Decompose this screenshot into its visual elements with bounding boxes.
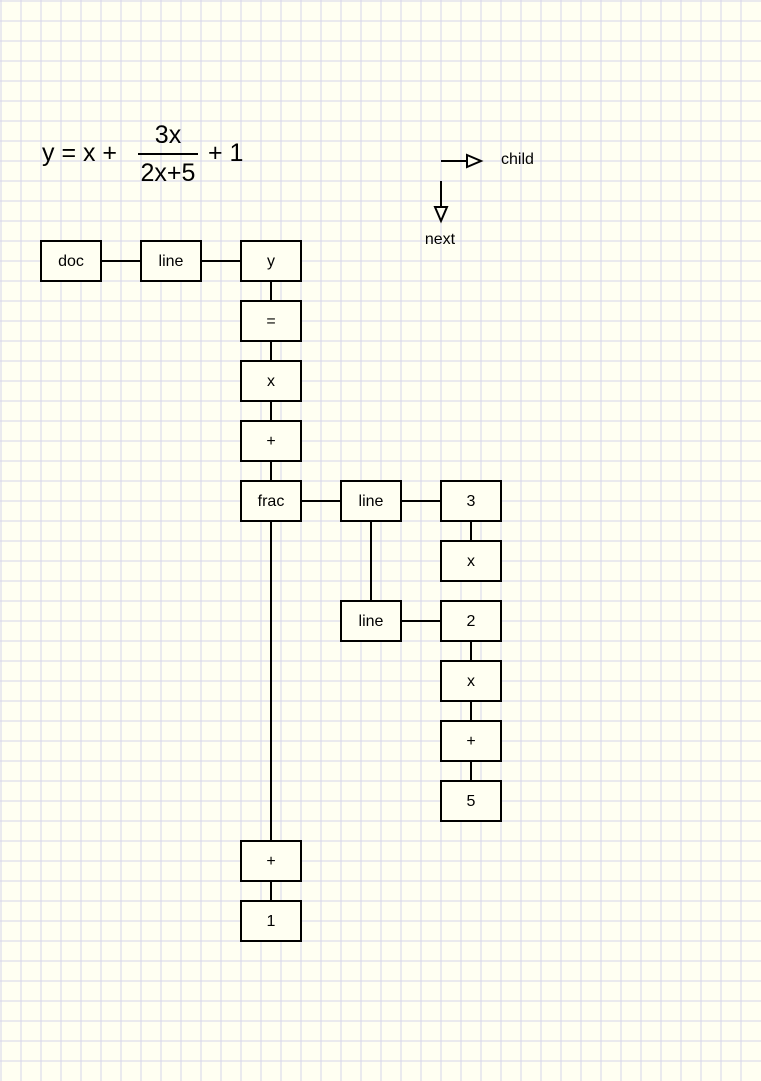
node-box	[240, 420, 302, 462]
node-frac: frac	[240, 480, 302, 522]
equation-rhs: + 1	[208, 139, 243, 167]
node-box	[440, 660, 502, 702]
node-label: frac	[258, 493, 285, 510]
node-line3: line	[340, 600, 402, 642]
node-label: x	[467, 673, 475, 690]
next-arrow-icon	[433, 206, 449, 224]
equation-numerator: 3x	[155, 121, 182, 149]
node-n1: 1	[240, 900, 302, 942]
node-box	[440, 480, 502, 522]
node-n2: 2	[440, 600, 502, 642]
node-eq: =	[240, 300, 302, 342]
node-box	[240, 840, 302, 882]
node-box	[240, 480, 302, 522]
equation-lhs: y = x +	[42, 139, 117, 167]
node-plus2: +	[440, 720, 502, 762]
node-box	[440, 780, 502, 822]
node-x1: x	[240, 360, 302, 402]
node-box	[340, 480, 402, 522]
node-label: 2	[467, 613, 476, 630]
node-plus3: +	[240, 840, 302, 882]
node-box	[240, 900, 302, 942]
node-label: line	[359, 493, 384, 510]
equation-denominator: 2x+5	[141, 159, 196, 187]
node-box	[240, 240, 302, 282]
node-line1: line	[140, 240, 202, 282]
node-box	[440, 600, 502, 642]
node-label: 1	[267, 913, 276, 930]
nodes: doc line y = x + frac line 3 x line 2 x +5 +1	[40, 240, 502, 942]
node-x3: x	[440, 660, 502, 702]
node-box	[440, 720, 502, 762]
node-label: 5	[467, 793, 476, 810]
child-arrow-icon	[466, 153, 484, 169]
node-doc: doc	[40, 240, 102, 282]
node-label: +	[466, 733, 475, 750]
equation: y = x + 3x 2x+5 + 1	[42, 121, 243, 187]
node-label: 3	[467, 493, 476, 510]
node-label: =	[266, 313, 275, 330]
node-box	[340, 600, 402, 642]
node-label: line	[359, 613, 384, 630]
node-box	[140, 240, 202, 282]
node-label: line	[159, 253, 184, 270]
node-n5: 5	[440, 780, 502, 822]
node-box	[40, 240, 102, 282]
node-label: x	[467, 553, 475, 570]
node-x2: x	[440, 540, 502, 582]
node-label: doc	[58, 253, 84, 270]
node-plus1: +	[240, 420, 302, 462]
node-label: y	[267, 253, 275, 270]
node-line2: line	[340, 480, 402, 522]
legend-child-label: child	[501, 151, 534, 168]
node-label: +	[266, 433, 275, 450]
node-box	[440, 540, 502, 582]
node-n3: 3	[440, 480, 502, 522]
legend: child next	[425, 151, 534, 248]
node-box	[240, 360, 302, 402]
node-y: y	[240, 240, 302, 282]
legend-next-label: next	[425, 231, 456, 248]
edges	[101, 260, 472, 901]
node-label: x	[267, 373, 275, 390]
node-box	[240, 300, 302, 342]
node-label: +	[266, 853, 275, 870]
